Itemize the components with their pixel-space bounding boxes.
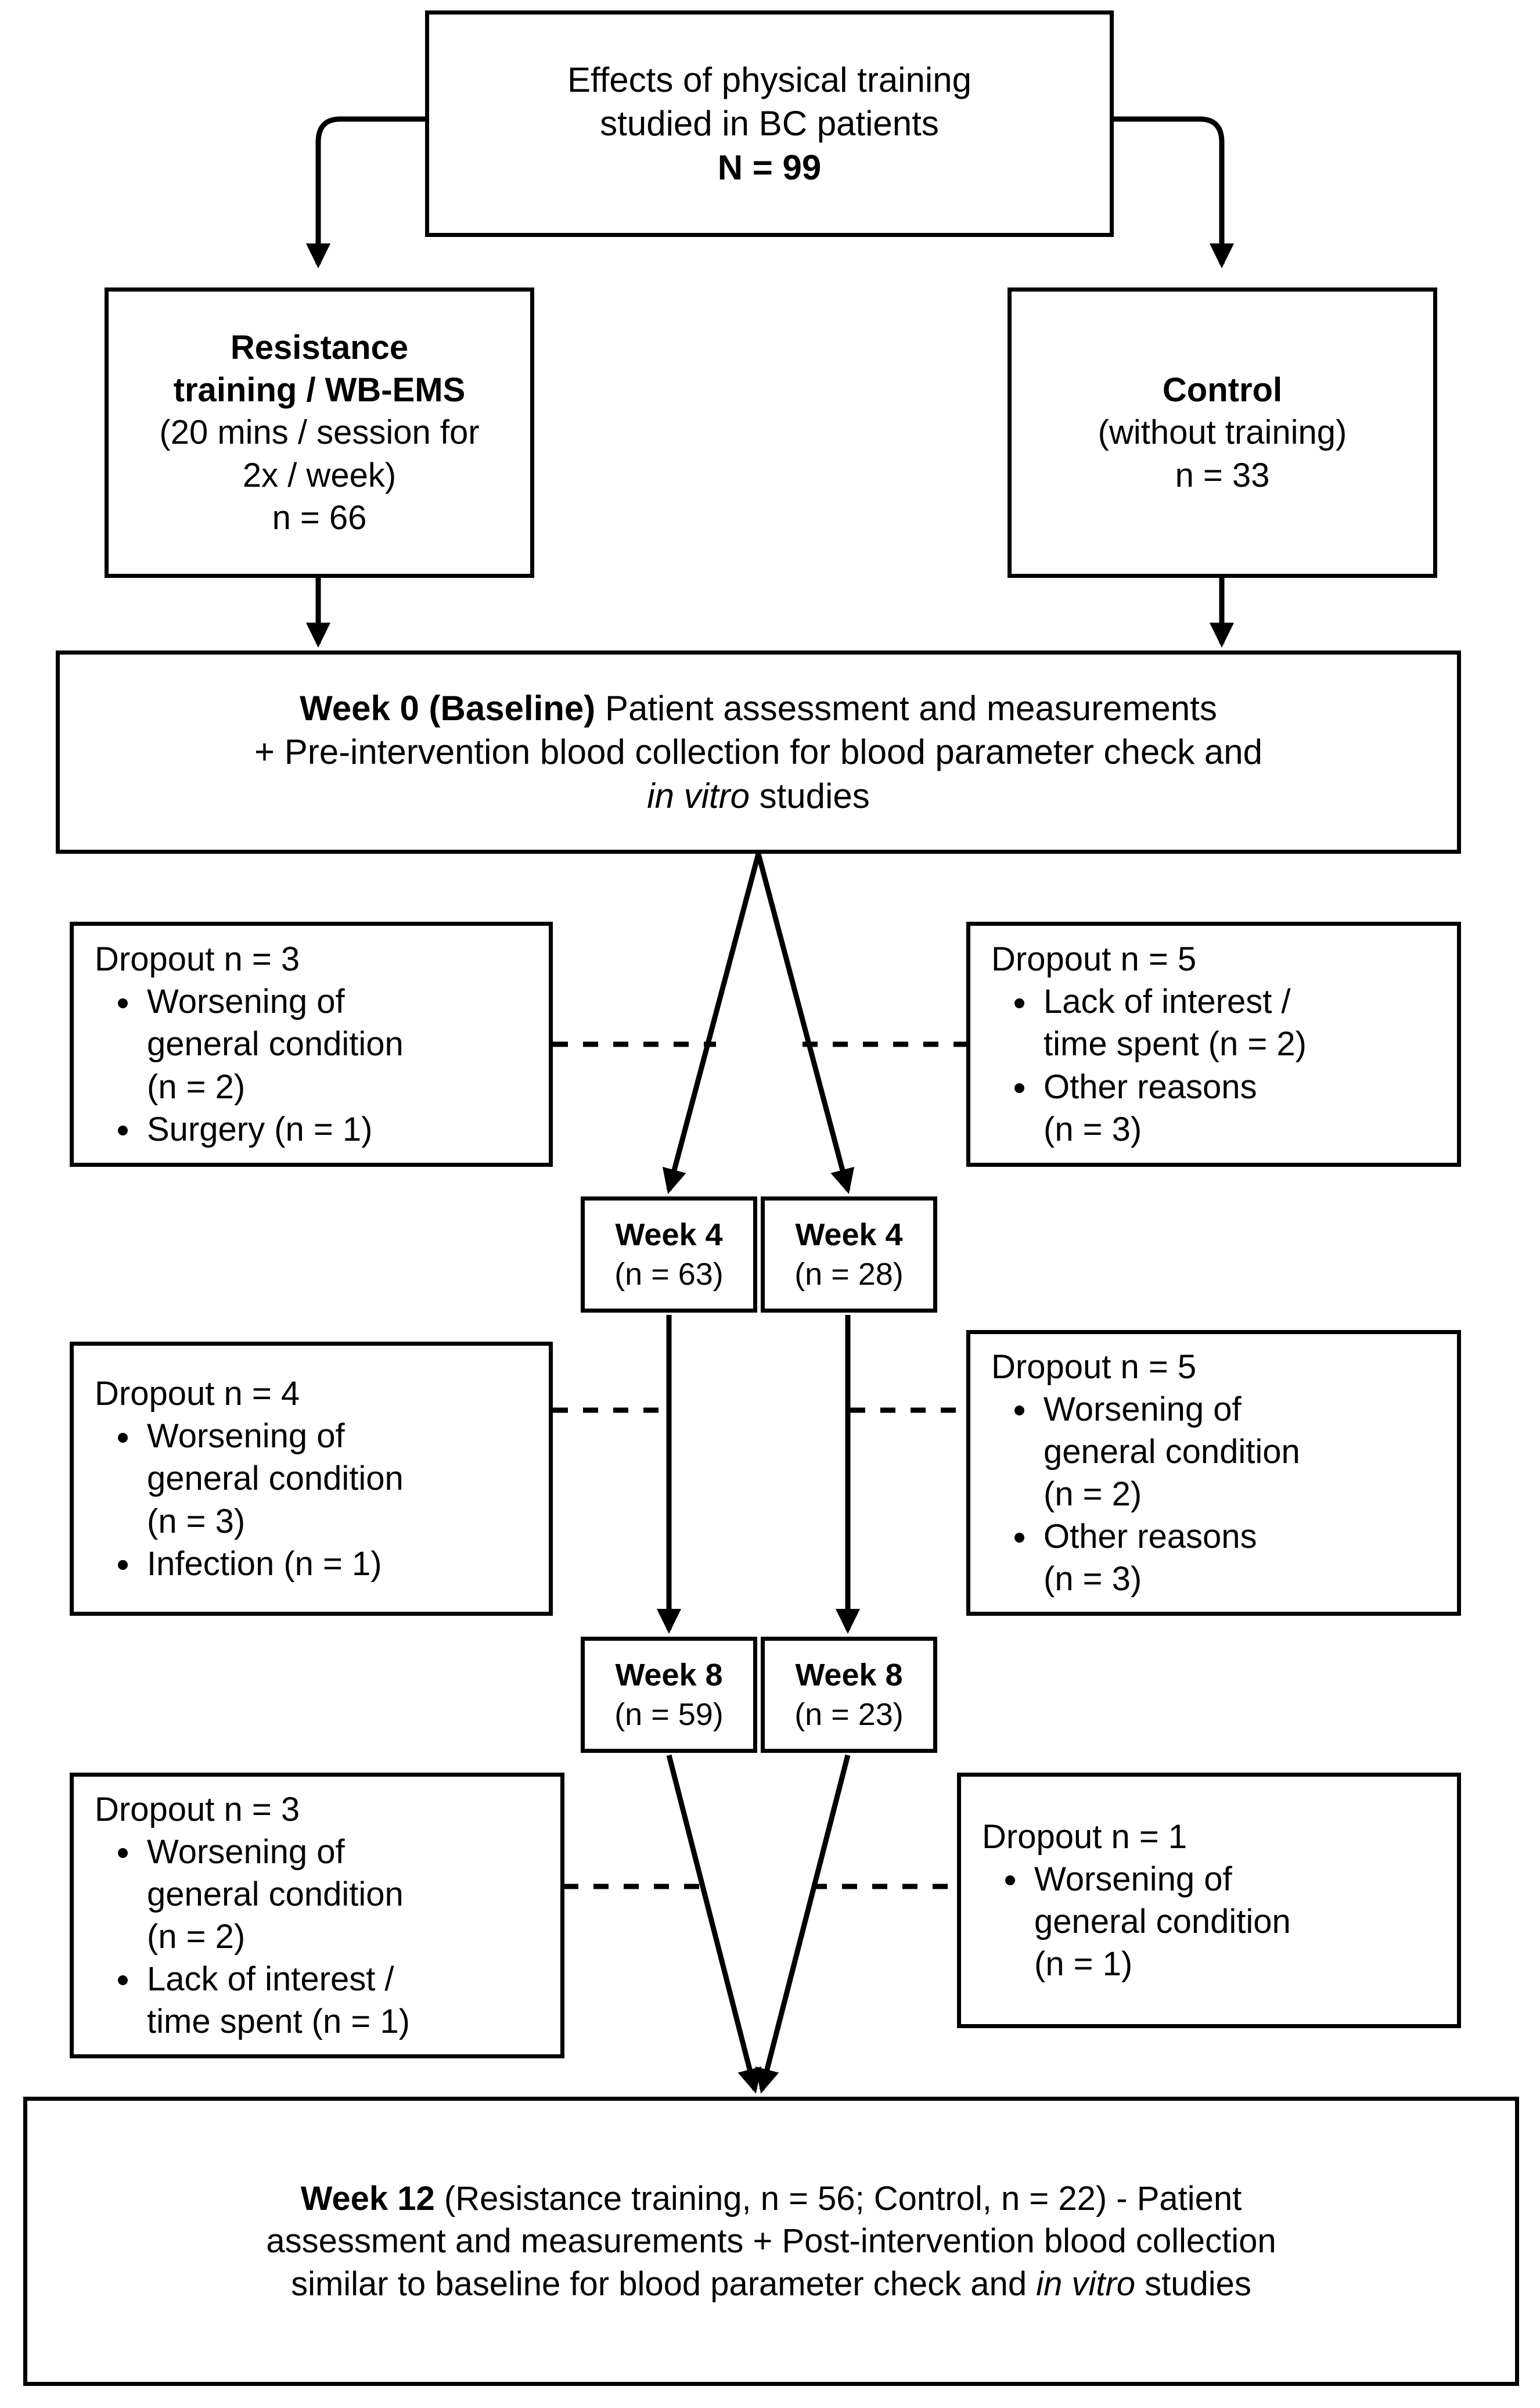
dropout-heading: Dropout n = 3 — [95, 1790, 300, 1828]
training-line-4: 2x / week) — [242, 456, 397, 494]
dropout-reason-list: Worsening of general condition (n = 3) I… — [91, 1415, 536, 1584]
training-line-1: Resistance — [230, 329, 409, 367]
week-label: Week 8 — [795, 1657, 903, 1692]
baseline-in-vitro: in vitro — [647, 776, 750, 815]
baseline-line-2: + Pre-intervention blood collection for … — [254, 732, 1262, 772]
week-label: Week 4 — [615, 1217, 723, 1252]
final-line-1-rest: (Resistance training, n = 56; Control, n… — [434, 2180, 1242, 2218]
node-dropout-week4-control[interactable]: Dropout n = 5 Lack of interest / time sp… — [966, 922, 1461, 1167]
node-week4-control[interactable]: Week 4 (n = 28) — [761, 1196, 937, 1313]
bullet-icon — [118, 1559, 128, 1570]
baseline-line-1: Week 0 (Baseline) Patient assessment and… — [73, 687, 1444, 731]
node-week4-training[interactable]: Week 4 (n = 63) — [581, 1196, 757, 1313]
dropout-reason-list: Worsening of general condition (n = 2) O… — [988, 1388, 1444, 1600]
dropout-heading: Dropout n = 3 — [95, 940, 300, 979]
connector-week8-control-to-final — [755, 1754, 851, 2094]
node-dropout-week12-training[interactable]: Dropout n = 3 Worsening of general condi… — [70, 1773, 564, 2058]
list-item: Other reasons (n = 3) — [988, 1066, 1444, 1151]
week-count: (n = 59) — [614, 1697, 724, 1732]
week-label: Week 4 — [795, 1217, 903, 1252]
list-item: Infection (n = 1) — [91, 1543, 536, 1585]
final-line-3-b: studies — [1135, 2265, 1251, 2303]
bullet-icon — [118, 1432, 128, 1443]
node-dropout-week12-control[interactable]: Dropout n = 1 Worsening of general condi… — [957, 1773, 1461, 2028]
dropout-heading: Dropout n = 5 — [991, 1347, 1197, 1386]
list-item: Worsening of general condition (n = 3) — [91, 1415, 536, 1542]
bullet-icon — [1005, 1875, 1015, 1886]
dropout-reason-list: Worsening of general condition (n = 2) S… — [91, 980, 536, 1150]
bullet-icon — [1014, 1083, 1024, 1093]
connector-week8-training-to-final — [666, 1754, 762, 2094]
dropout-heading: Dropout n = 5 — [991, 940, 1197, 979]
list-item: Worsening of general condition (n = 2) — [988, 1388, 1444, 1515]
final-line-3-a: similar to baseline for blood parameter … — [291, 2265, 1037, 2303]
node-baseline-week0[interactable]: Week 0 (Baseline) Patient assessment and… — [56, 650, 1461, 854]
dropout-heading: Dropout n = 4 — [95, 1375, 300, 1413]
dropout-reason-list: Worsening of general condition (n = 2) L… — [91, 1831, 548, 2043]
list-item: Lack of interest / time spent (n = 1) — [91, 1958, 548, 2043]
week-count: (n = 23) — [794, 1697, 904, 1732]
root-line-2: studied in BC patients — [600, 104, 939, 143]
list-item: Other reasons (n = 3) — [988, 1515, 1444, 1600]
bullet-icon — [118, 1975, 128, 1986]
list-item: Lack of interest / time spent (n = 2) — [988, 980, 1444, 1065]
bullet-icon — [1014, 1533, 1024, 1543]
training-line-2: training / WB-EMS — [173, 371, 466, 409]
week-label: Week 8 — [615, 1657, 723, 1692]
training-line-3: (20 mins / session for — [159, 414, 480, 452]
final-line-2: assessment and measurements + Post-inter… — [266, 2222, 1276, 2260]
connector-baseline-to-week4-training — [662, 853, 761, 1194]
bullet-icon — [118, 998, 128, 1008]
baseline-line-1-rest: Patient assessment and measurements — [595, 688, 1217, 728]
node-week8-control[interactable]: Week 8 (n = 23) — [761, 1637, 937, 1753]
bullet-icon — [1014, 1406, 1024, 1415]
week-count: (n = 63) — [614, 1257, 724, 1292]
final-week-label: Week 12 — [300, 2180, 435, 2218]
week-count: (n = 28) — [794, 1257, 904, 1292]
node-dropout-week8-control[interactable]: Dropout n = 5 Worsening of general condi… — [966, 1330, 1461, 1616]
baseline-line-3-rest: studies — [749, 776, 870, 815]
list-item: Worsening of general condition (n = 1) — [978, 1858, 1444, 1985]
bullet-icon — [118, 1848, 128, 1858]
node-arm-control[interactable]: Control (without training) n = 33 — [1008, 287, 1437, 578]
bullet-icon — [1014, 998, 1024, 1008]
list-item: Surgery (n = 1) — [91, 1108, 536, 1151]
dropout-reason-list: Worsening of general condition (n = 1) — [978, 1858, 1444, 1985]
node-study-root[interactable]: Effects of physical training studied in … — [425, 10, 1114, 237]
training-sample-size: n = 66 — [272, 498, 367, 537]
node-dropout-week4-training[interactable]: Dropout n = 3 Worsening of general condi… — [70, 922, 553, 1167]
node-final-week12[interactable]: Week 12 (Resistance training, n = 56; Co… — [23, 2097, 1519, 2386]
dropout-heading: Dropout n = 1 — [982, 1817, 1188, 1856]
root-line-1: Effects of physical training — [567, 60, 972, 99]
final-in-vitro: in vitro — [1036, 2265, 1136, 2303]
final-line-1: Week 12 (Resistance training, n = 56; Co… — [40, 2177, 1502, 2220]
control-line-1: Control — [1162, 371, 1283, 409]
node-dropout-week8-training[interactable]: Dropout n = 4 Worsening of general condi… — [70, 1342, 553, 1616]
final-line-3: similar to baseline for blood parameter … — [40, 2263, 1502, 2305]
bullet-icon — [118, 1125, 128, 1135]
control-line-2: (without training) — [1098, 414, 1347, 452]
connector-root-to-training — [305, 116, 425, 269]
dropout-reason-list: Lack of interest / time spent (n = 2) Ot… — [988, 980, 1444, 1150]
list-item: Worsening of general condition (n = 2) — [91, 980, 536, 1108]
list-item: Worsening of general condition (n = 2) — [91, 1831, 548, 1958]
node-arm-training[interactable]: Resistance training / WB-EMS (20 mins / … — [105, 287, 534, 578]
root-sample-size: N = 99 — [717, 148, 822, 187]
baseline-line-3: in vitro studies — [73, 774, 1444, 818]
connector-root-to-control — [1114, 116, 1235, 269]
control-sample-size: n = 33 — [1175, 456, 1270, 494]
connector-baseline-to-week4-control — [755, 853, 855, 1194]
baseline-week-label: Week 0 (Baseline) — [300, 688, 596, 728]
node-week8-training[interactable]: Week 8 (n = 59) — [581, 1637, 757, 1753]
